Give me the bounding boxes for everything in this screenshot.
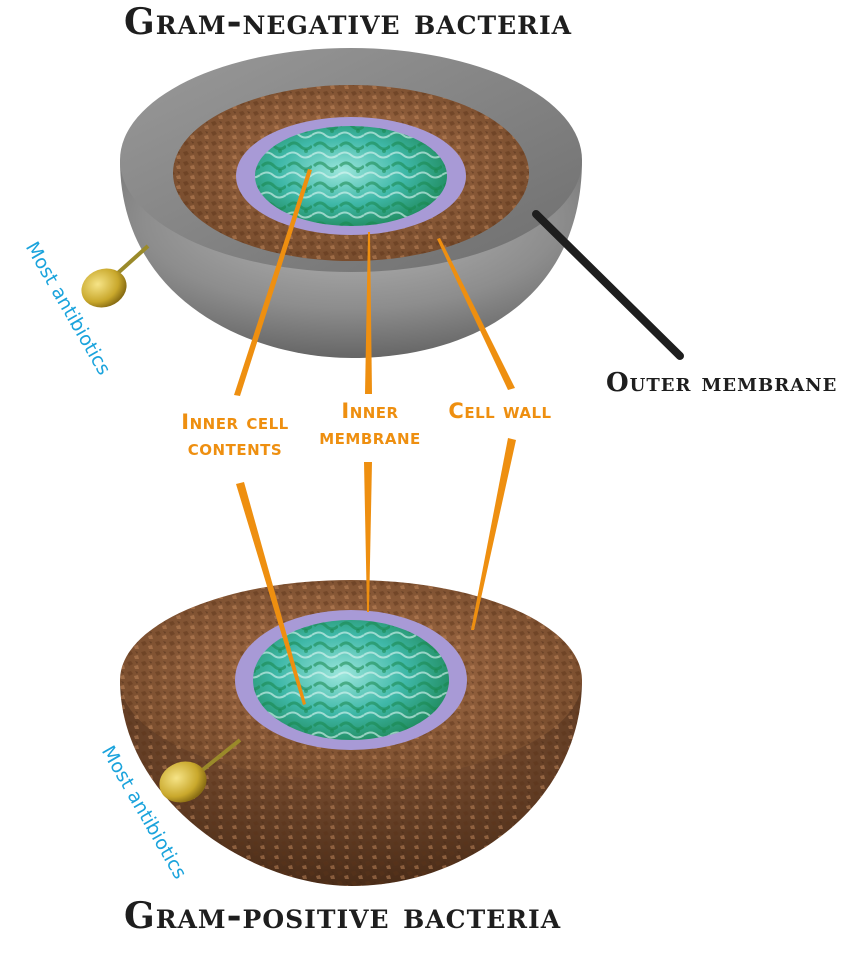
inner-membrane-line-bottom [364,462,372,612]
inner-cell-contents-line2: contents [187,436,283,460]
gram-positive-title: Gram-positive bacteria [124,895,562,937]
cell-wall-line-bottom [471,438,516,630]
inner-cell-contents-line1: Inner cell [181,410,289,434]
cytoplasm-texture [255,126,447,226]
cytoplasm-bottom-texture [253,620,449,740]
antibiotic-pin-bottom [159,738,242,803]
inner-contents-line-top [234,169,312,396]
gram-positive-cell [120,580,582,886]
gram-negative-title: Gram-negative bacteria [124,1,573,43]
inner-contents-line-bottom [236,482,306,705]
cell-wall-line-top [437,238,515,390]
callout-lines [234,169,516,705]
cell-wall-label: Cell wall [448,399,552,423]
outer-membrane-label: Outer membrane [606,368,838,398]
inner-membrane-line1: Inner [341,399,399,423]
inner-membrane-label: Inner membrane [300,398,440,450]
inner-membrane-line2: membrane [319,425,421,449]
inner-membrane-line-top [365,232,372,394]
gram-negative-cell [120,48,582,358]
antibiotic-pin-top [81,244,150,308]
outer-membrane-pointer [532,210,684,360]
inner-cell-contents-label: Inner cell contents [160,409,310,461]
